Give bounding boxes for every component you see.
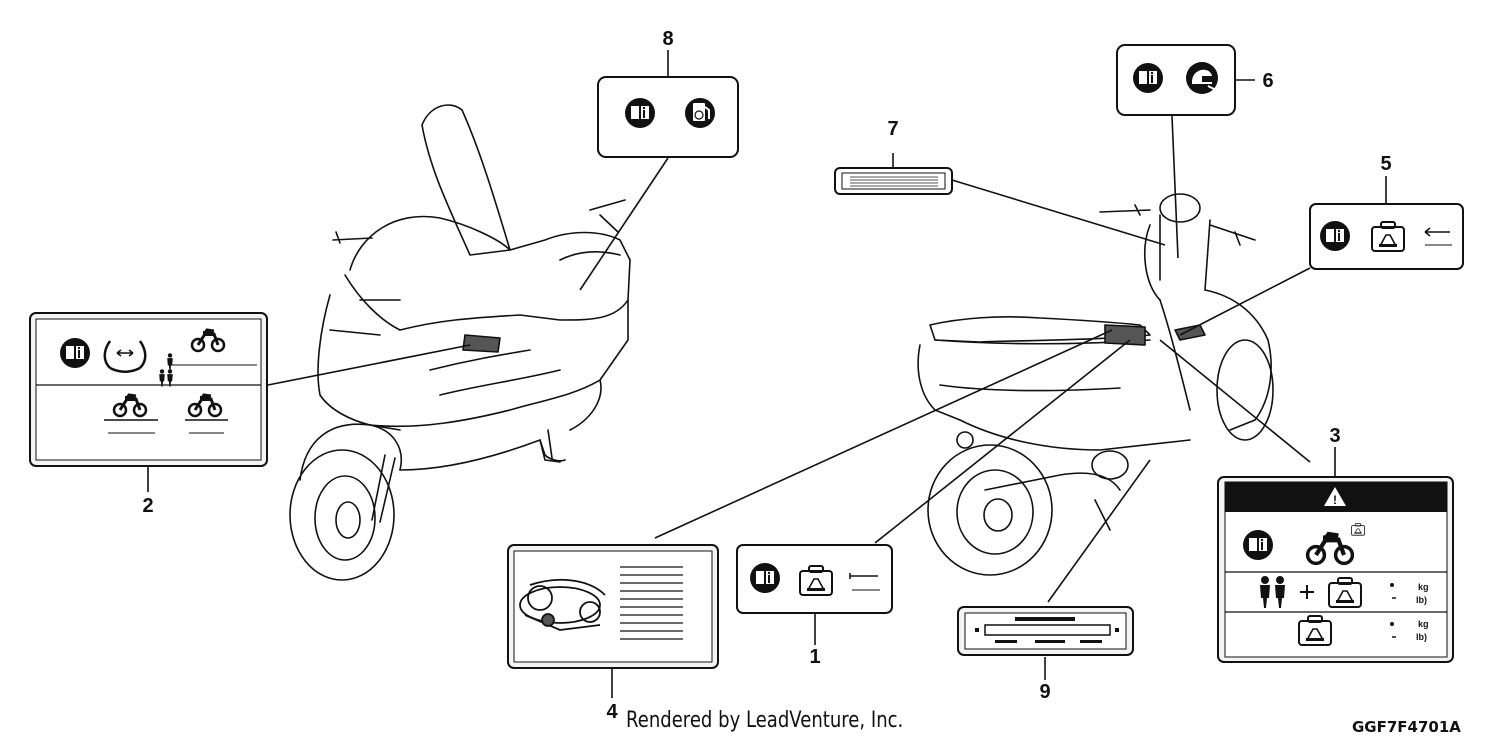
unit-lb-1: lb) xyxy=(1416,595,1427,605)
callout-4: 4 xyxy=(606,701,618,723)
callout-5: 5 xyxy=(1380,153,1391,175)
cargo-box-icon xyxy=(1298,615,1332,646)
label-1 xyxy=(736,544,893,614)
label-7 xyxy=(834,167,953,195)
owners-manual-icon xyxy=(1320,221,1350,251)
callout-7: 7 xyxy=(887,118,898,140)
callout-numbers: 8 2 6 7 5 3 4 1 9 xyxy=(142,28,1391,723)
cargo-box-icon xyxy=(799,565,833,596)
scooter-left-illustration xyxy=(289,104,631,581)
label-9 xyxy=(957,606,1134,656)
callout-8: 8 xyxy=(662,28,673,50)
owners-manual-icon xyxy=(1243,530,1273,560)
rendered-by-credit: Rendered by LeadVenture, Inc. xyxy=(626,708,904,733)
helmet-icon xyxy=(1186,62,1218,94)
unit-kg-1: kg xyxy=(1418,582,1429,592)
owners-manual-icon xyxy=(60,338,90,368)
warning-symbol: ! xyxy=(1333,493,1337,507)
engine-icon xyxy=(519,578,606,631)
unit-kg-2: kg xyxy=(1418,619,1429,629)
label-8 xyxy=(597,76,739,158)
callout-9: 9 xyxy=(1039,681,1050,703)
callout-3: 3 xyxy=(1329,425,1340,447)
diagram-part-code: GGF7F4701A xyxy=(1352,718,1461,736)
owners-manual-icon xyxy=(625,98,655,128)
label-4 xyxy=(507,544,719,669)
callout-6: 6 xyxy=(1262,70,1273,92)
unit-lb-2: lb) xyxy=(1416,632,1427,642)
tire-pressure-icon xyxy=(103,340,147,373)
warning-icon: ! xyxy=(1324,487,1346,507)
label-5 xyxy=(1309,203,1464,270)
label-6 xyxy=(1116,44,1236,116)
callout-1: 1 xyxy=(809,646,820,668)
owners-manual-icon xyxy=(750,563,780,593)
fuel-icon xyxy=(685,98,715,128)
owners-manual-icon xyxy=(1133,63,1163,93)
callout-2: 2 xyxy=(142,495,153,517)
cargo-box-icon xyxy=(1371,221,1405,252)
cargo-box-icon xyxy=(1328,577,1362,608)
label-2 xyxy=(29,312,268,467)
label-3: ! kg lb) kg lb) xyxy=(1217,476,1454,663)
leader-lines xyxy=(147,50,1387,698)
